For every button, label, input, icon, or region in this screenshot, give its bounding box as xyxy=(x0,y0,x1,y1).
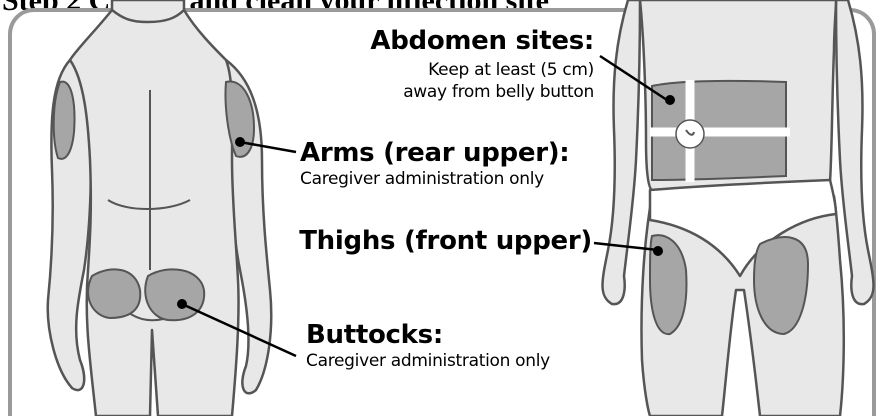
arms-label: Arms (rear upper): Caregiver administrat… xyxy=(300,138,569,190)
buttocks-label-sub: Caregiver administration only xyxy=(306,350,550,372)
thighs-label-title: Thighs (front upper) xyxy=(299,226,592,256)
arms-label-title: Arms (rear upper): xyxy=(300,138,569,168)
thighs-label: Thighs (front upper) xyxy=(299,226,592,256)
abdomen-label: Abdomen sites: Keep at least (5 cm) away… xyxy=(370,26,594,103)
buttocks-site-dot xyxy=(177,299,187,309)
abdomen-label-title: Abdomen sites: xyxy=(370,26,594,56)
arms-label-sub: Caregiver administration only xyxy=(300,168,569,190)
buttocks-label: Buttocks: Caregiver administration only xyxy=(306,320,550,372)
abdomen-label-line1: Keep at least (5 cm) xyxy=(370,59,594,81)
buttocks-label-title: Buttocks: xyxy=(306,320,550,350)
abdomen-label-line2: away from belly button xyxy=(370,81,594,103)
arm-site-dot xyxy=(235,137,245,147)
thigh-site-dot xyxy=(653,246,663,256)
abdomen-site-dot xyxy=(665,95,675,105)
